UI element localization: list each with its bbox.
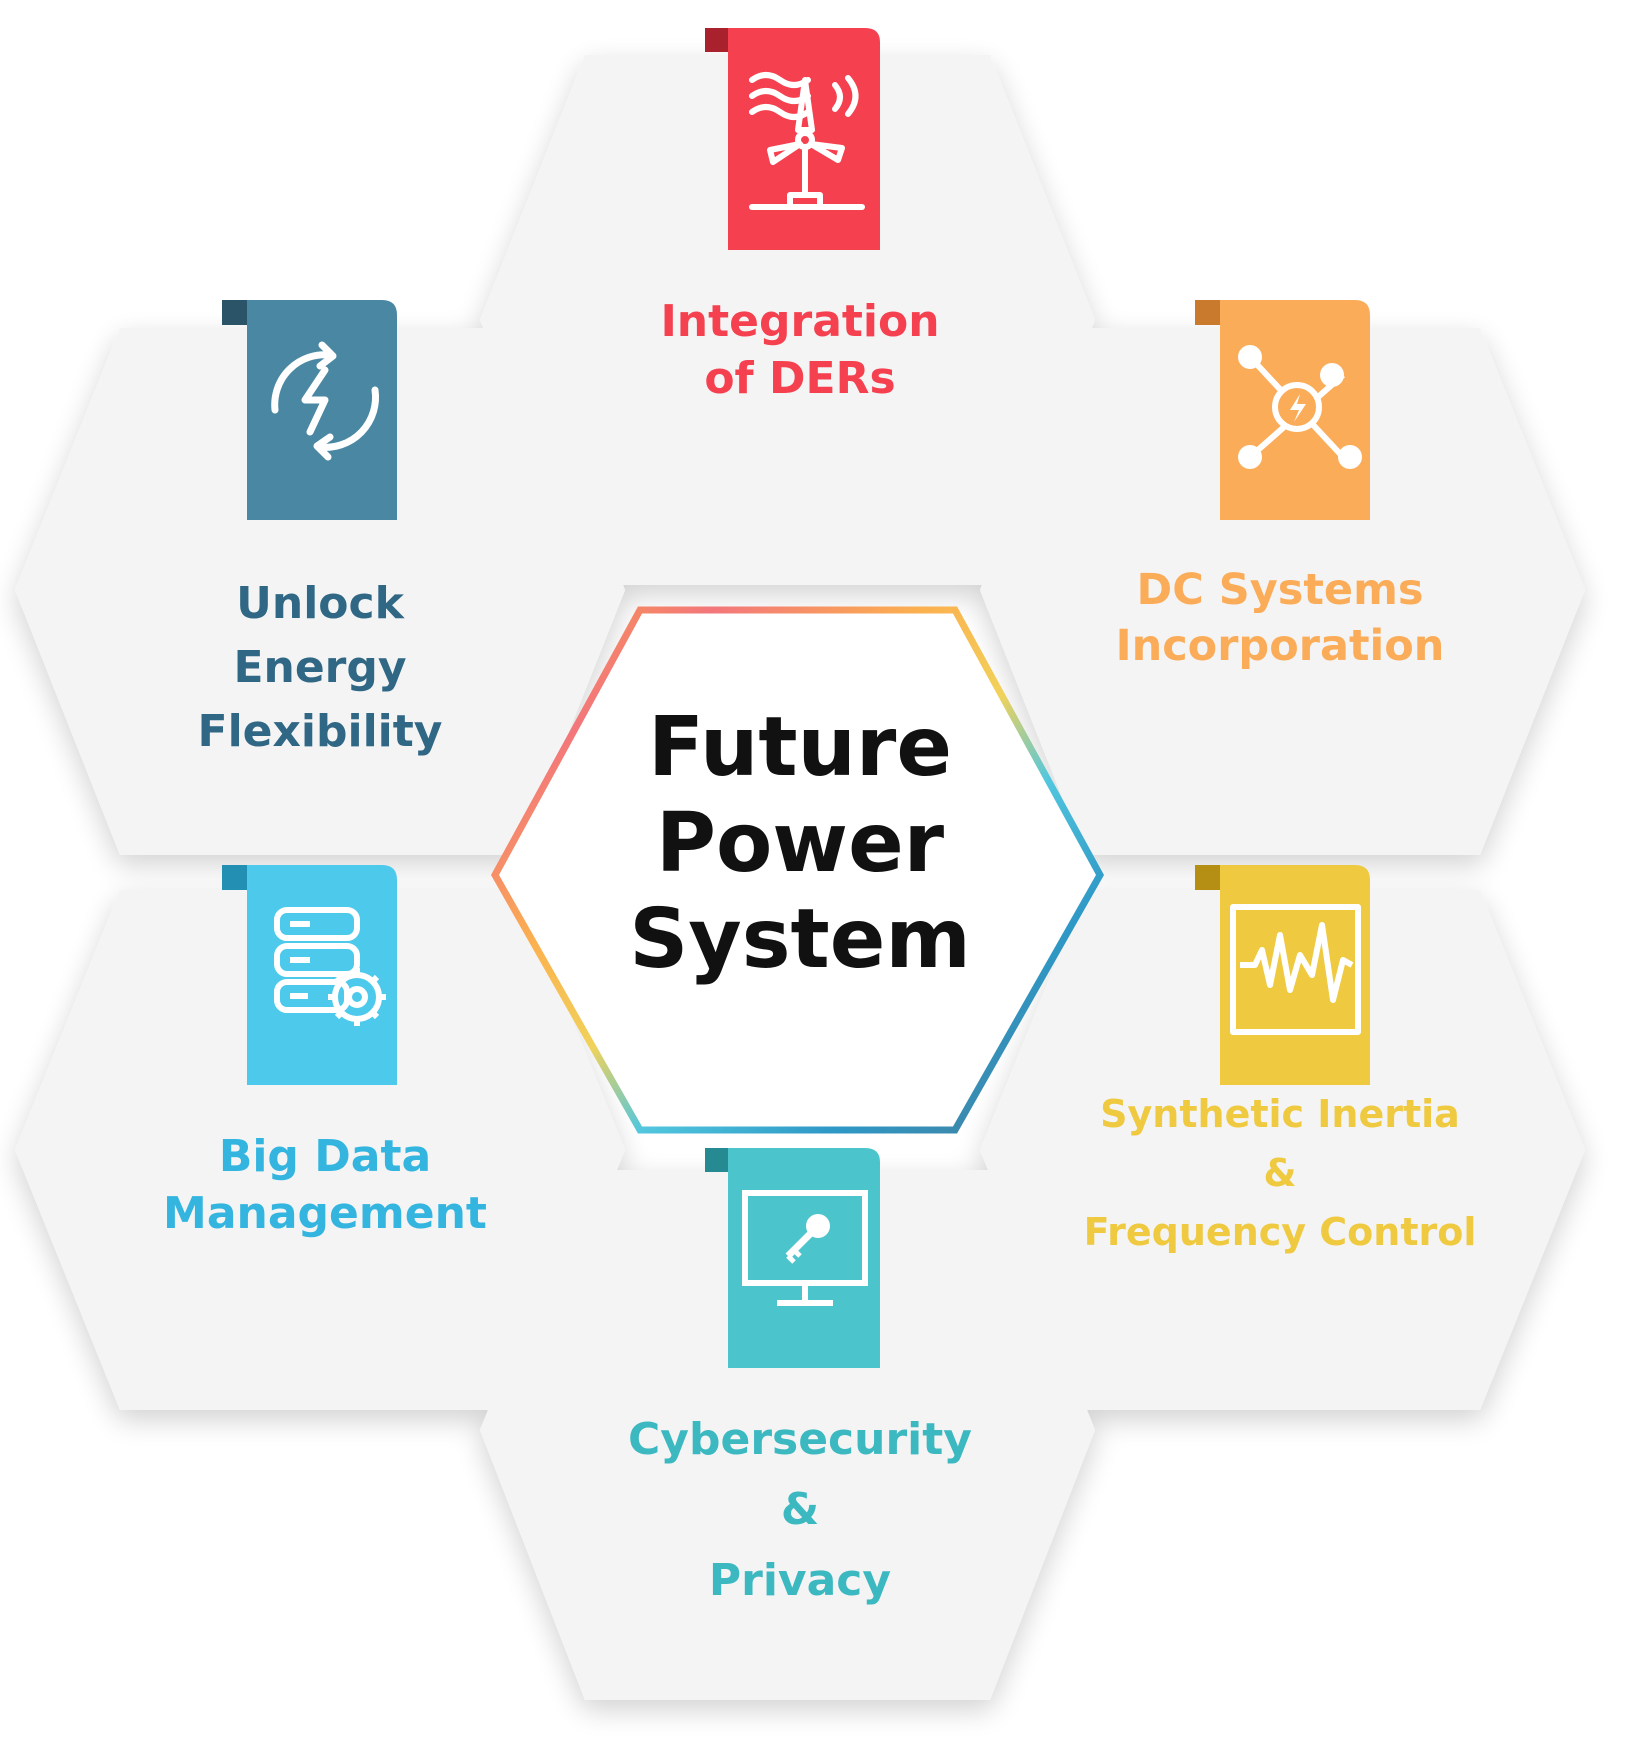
label-line: Frequency Control (1083, 1209, 1477, 1254)
network-hub-icon (1238, 345, 1362, 469)
center-hexagon (490, 606, 1105, 1134)
hex-tile-big-data (15, 890, 625, 1410)
label-line: DC Systems (1136, 565, 1424, 615)
label-dc-systems: DC Systems Incorporation (1080, 563, 1480, 675)
label-integration-ders: Integration of DERs (600, 293, 1000, 407)
label-line: Big Data (218, 1131, 432, 1182)
label-line: Incorporation (1115, 620, 1445, 671)
label-line: Management (163, 1188, 487, 1240)
hex-tile-synthetic-inertia (980, 890, 1585, 1410)
wind-turbine-icon (749, 72, 865, 210)
label-cybersecurity: Cybersecurity & Privacy (600, 1405, 1000, 1616)
label-synthetic-inertia: Synthetic Inertia & Frequency Control (1055, 1085, 1505, 1262)
label-line: Unlock (236, 578, 404, 629)
label-big-data: Big Data Management (125, 1128, 525, 1242)
center-title-line: System (629, 891, 971, 987)
banner-integration-ders (705, 28, 880, 250)
monitor-key-icon (742, 1190, 868, 1306)
label-energy-flexibility: Unlock Energy Flexibility (120, 572, 520, 763)
center-title: Future Power System (560, 700, 1040, 988)
banner-dc-systems (1195, 300, 1370, 520)
hex-tile-energy-flexibility (15, 328, 625, 855)
hex-tile-dc-systems (980, 328, 1585, 855)
center-title-line: Power (655, 795, 945, 891)
label-line: Energy (233, 641, 407, 693)
server-gear-icon (274, 907, 386, 1026)
label-line: of DERs (704, 353, 896, 405)
banner-energy-flexibility (222, 300, 397, 520)
hex-tile-integration-ders (480, 55, 1095, 585)
banner-synthetic-inertia (1195, 865, 1370, 1085)
label-line: & (780, 1484, 820, 1536)
label-line: Integration (660, 296, 940, 347)
center-title-line: Future (648, 700, 952, 795)
hex-tile-cybersecurity (480, 1170, 1095, 1700)
energy-cycle-icon (271, 341, 380, 461)
label-line: & (1263, 1150, 1297, 1195)
banner-cybersecurity (705, 1148, 880, 1368)
label-line: Cybersecurity (628, 1414, 972, 1465)
label-line: Flexibility (197, 705, 443, 757)
banner-big-data (222, 865, 397, 1085)
waveform-monitor-icon (1230, 904, 1361, 1035)
label-line: Privacy (708, 1554, 892, 1606)
label-line: Synthetic Inertia (1100, 1092, 1460, 1136)
